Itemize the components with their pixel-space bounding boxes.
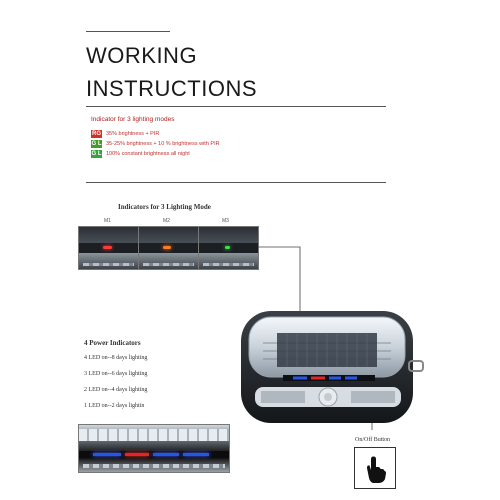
mode-text-1: 35% brightness + PIR <box>106 131 160 137</box>
power-indicator-photo <box>78 424 230 473</box>
power-item-1: 4 LED on--8 days lighting <box>84 355 148 361</box>
photo-heading: Indicators for 3 Lighting Mode <box>118 203 211 211</box>
red-indicator-light <box>103 246 112 249</box>
solar-light-device <box>241 311 424 423</box>
mode-badge-2: G L <box>91 140 102 148</box>
blue-led <box>93 453 121 456</box>
mode-photo-3 <box>198 226 259 270</box>
hand-tap-icon <box>367 456 386 483</box>
green-indicator-light <box>225 246 230 249</box>
mode-text-3: 100% constant brightness all night <box>106 151 190 157</box>
title-line-1: WORKING <box>86 43 198 68</box>
red-led <box>125 453 149 456</box>
power-item-4: 1 LED on--2 days lightin <box>84 403 145 409</box>
blue-led-2 <box>153 453 179 456</box>
power-item-3: 2 LED on--4 days lighting <box>84 387 148 393</box>
power-heading: 4 Power Indicators <box>84 339 141 347</box>
top-rule <box>86 31 170 32</box>
blue-led-3 <box>183 453 209 456</box>
indicator-heading: Indicator for 3 lighting modes <box>91 116 175 123</box>
title-line-2: INSTRUCTIONS <box>86 76 257 101</box>
mode-badge-1: RG <box>91 130 102 138</box>
orange-indicator-light <box>163 246 171 249</box>
power-item-2: 3 LED on--6 days lighting <box>84 371 148 377</box>
mode-text-2: 35-25% brightness + 10 % brightness with… <box>106 141 220 147</box>
section-rule <box>86 182 386 183</box>
photo-label-3: M3 <box>222 218 229 224</box>
photo-label-2: M2 <box>163 218 170 224</box>
onoff-label: On/Off Button <box>355 437 391 443</box>
mode-badge-3: G L <box>91 150 102 158</box>
mode-photo-2 <box>138 226 199 270</box>
press-button-icon <box>354 447 396 489</box>
title-rule <box>86 106 386 107</box>
photo-label-1: M1 <box>104 218 111 224</box>
